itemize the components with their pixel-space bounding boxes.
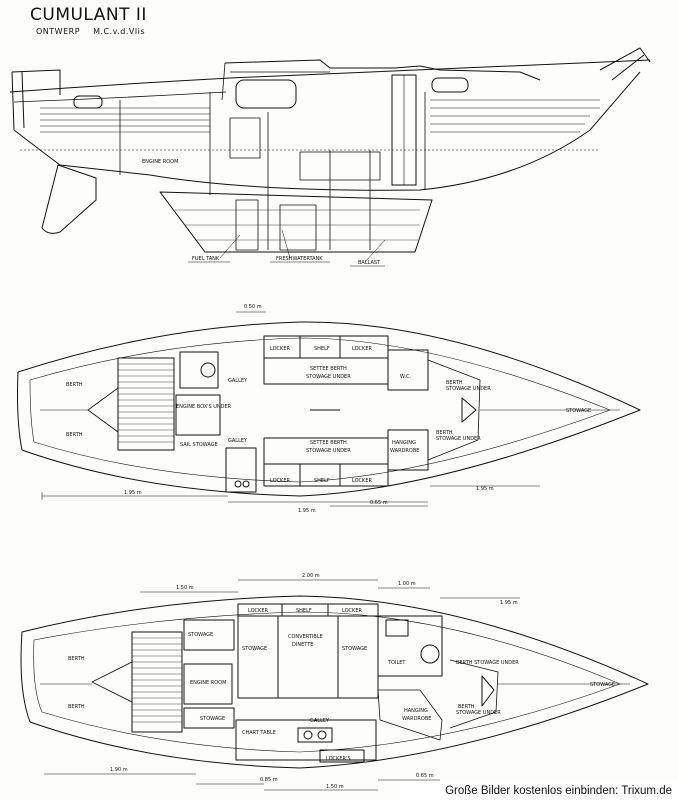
rudder: [41, 164, 97, 234]
stern-window: [73, 95, 103, 109]
label-locker1: LOCKER: [248, 608, 268, 614]
label-shelf-top: SHELF: [314, 346, 330, 352]
bow-pulpit: [599, 47, 651, 81]
label-hanging: HANGING: [392, 440, 416, 446]
cabin-window-2: [431, 77, 469, 93]
dim-a: 1.50 m: [176, 585, 194, 591]
dim-b: 2.00 m: [302, 573, 320, 579]
label-stowage-under-bottom: STOWAGE UNDER: [306, 448, 351, 454]
label-berth-bottom: BERTH: [66, 432, 83, 438]
cockpit-sole-2: [131, 631, 183, 733]
label-chart-table: CHART TABLE: [242, 730, 276, 736]
label-sail-stowage: SAIL STOWAGE: [180, 442, 218, 448]
label-berth-su-top2: STOWAGE UNDER: [446, 386, 491, 392]
label-berth-su: BERTH STOWAGE UNDER: [456, 660, 519, 666]
subtitle-designer: M.C.v.d.Vlis: [93, 27, 145, 36]
label-locker-b1: LOCKER: [270, 478, 290, 484]
hull-outline-2: [20, 595, 649, 769]
label-galley-top: GALLEY: [228, 378, 248, 384]
footer-credit: Große Bilder kostenlos einbinden: Trixum…: [445, 785, 672, 797]
label-lockers: LOCKER'S: [326, 756, 351, 762]
side-profile: [9, 47, 651, 267]
label-shelf: SHELF: [296, 608, 312, 614]
label-stowage-bow-2: STOWAGE: [590, 682, 615, 688]
label-locker-top: LOCKER: [270, 346, 290, 352]
cockpit-sole-1: [117, 357, 175, 451]
stern-pulpit: [11, 69, 61, 131]
hull-profile: [13, 71, 641, 191]
plan-1-labels: 0.50 m BERTH BERTH GALLEY GALLEY ENGINE …: [66, 304, 591, 514]
label-freshwater-tank: FRESHWATERTANK: [276, 256, 323, 262]
label-locker-b2: LOCKER: [352, 478, 372, 484]
label-toilet: TOILET: [387, 660, 406, 666]
label-convertible: CONVERTIBLE: [288, 634, 323, 640]
label-engine-box: ENGINE BOX'S UNDER: [176, 404, 232, 410]
dim-g: 1.50 m: [326, 784, 344, 790]
sheer-line: [9, 59, 651, 93]
dim-mid: 1.95 m: [298, 508, 316, 514]
label-ballast: BALLAST: [358, 260, 381, 266]
label-berth-su-top: BERTH: [446, 380, 463, 386]
label-berth-top: BERTH: [66, 382, 83, 388]
drawing-subtitle: ONTWERP M.C.v.d.Vlis: [36, 27, 155, 36]
dim-far: 1.95 m: [476, 486, 494, 492]
label-stowage-tl: STOWAGE: [188, 632, 213, 638]
label-stowage-l: STOWAGE: [242, 646, 267, 652]
label-hanging-2: HANGING: [404, 708, 428, 714]
dim-f: 0.85 m: [260, 777, 278, 783]
cabin-window-1: [235, 79, 297, 109]
hull-outline-1: [17, 321, 641, 497]
label-galley-2: GALLEY: [310, 718, 330, 724]
drawing-title: CUMULANT II: [30, 5, 147, 25]
label-berth-top-2: BERTH: [68, 656, 85, 662]
label-settee-bottom: SETTEE BERTH: [310, 440, 347, 446]
label-fuel-tank: FUEL TANK: [192, 256, 220, 262]
dim-e: 1.90 m: [110, 767, 128, 773]
label-berth-su3: STOWAGE UNDER: [456, 710, 501, 716]
label-dinette: DINETTE: [292, 642, 313, 648]
label-locker2: LOCKER: [342, 608, 362, 614]
keel: [159, 191, 433, 253]
dim-left: 1.95 m: [124, 490, 142, 496]
label-engine-room-2: ENGINE ROOM: [190, 680, 226, 686]
label-berth-su-bot: BERTH: [436, 430, 453, 436]
label-shelf-b: SHELF: [314, 478, 330, 484]
label-wardrobe-2: WARDROBE: [402, 716, 431, 722]
footer-background: [400, 783, 678, 800]
label-wardrobe: WARDROBE: [390, 448, 419, 454]
dim-right: 0.65 m: [370, 500, 388, 506]
label-berth-su2: BERTH: [458, 704, 475, 710]
label-wc: W.C.: [400, 374, 411, 380]
dim-c: 1.00 m: [398, 581, 416, 587]
dim-d: 1.95 m: [500, 600, 518, 606]
label-engine-room: ENGINE ROOM: [142, 159, 178, 165]
deck-plan-2: [20, 579, 649, 791]
label-stowage-bl: STOWAGE: [200, 716, 225, 722]
label-galley-bottom: GALLEY: [228, 438, 248, 444]
label-stowage-under-top: STOWAGE UNDER: [306, 374, 351, 380]
label-berth-su-bot2: STOWAGE UNDER: [436, 436, 481, 442]
label-settee-top: SETTEE BERTH: [310, 366, 347, 372]
coachroof: [224, 59, 541, 81]
dim-h: 0.65 m: [416, 773, 434, 779]
subtitle-ontwerp: ONTWERP: [36, 27, 81, 36]
label-stowage-r: STOWAGE: [342, 646, 367, 652]
label-berth-bottom-2: BERTH: [68, 704, 85, 710]
plan-2-labels: 1.50 m 2.00 m 1.00 m 1.95 m LOCKER SHELF…: [68, 573, 615, 790]
deck-plan-1: [17, 311, 641, 507]
label-stowage-bow: STOWAGE: [566, 408, 591, 414]
label-locker-top2: LOCKER: [352, 346, 372, 352]
dim-top: 0.50 m: [244, 304, 262, 310]
